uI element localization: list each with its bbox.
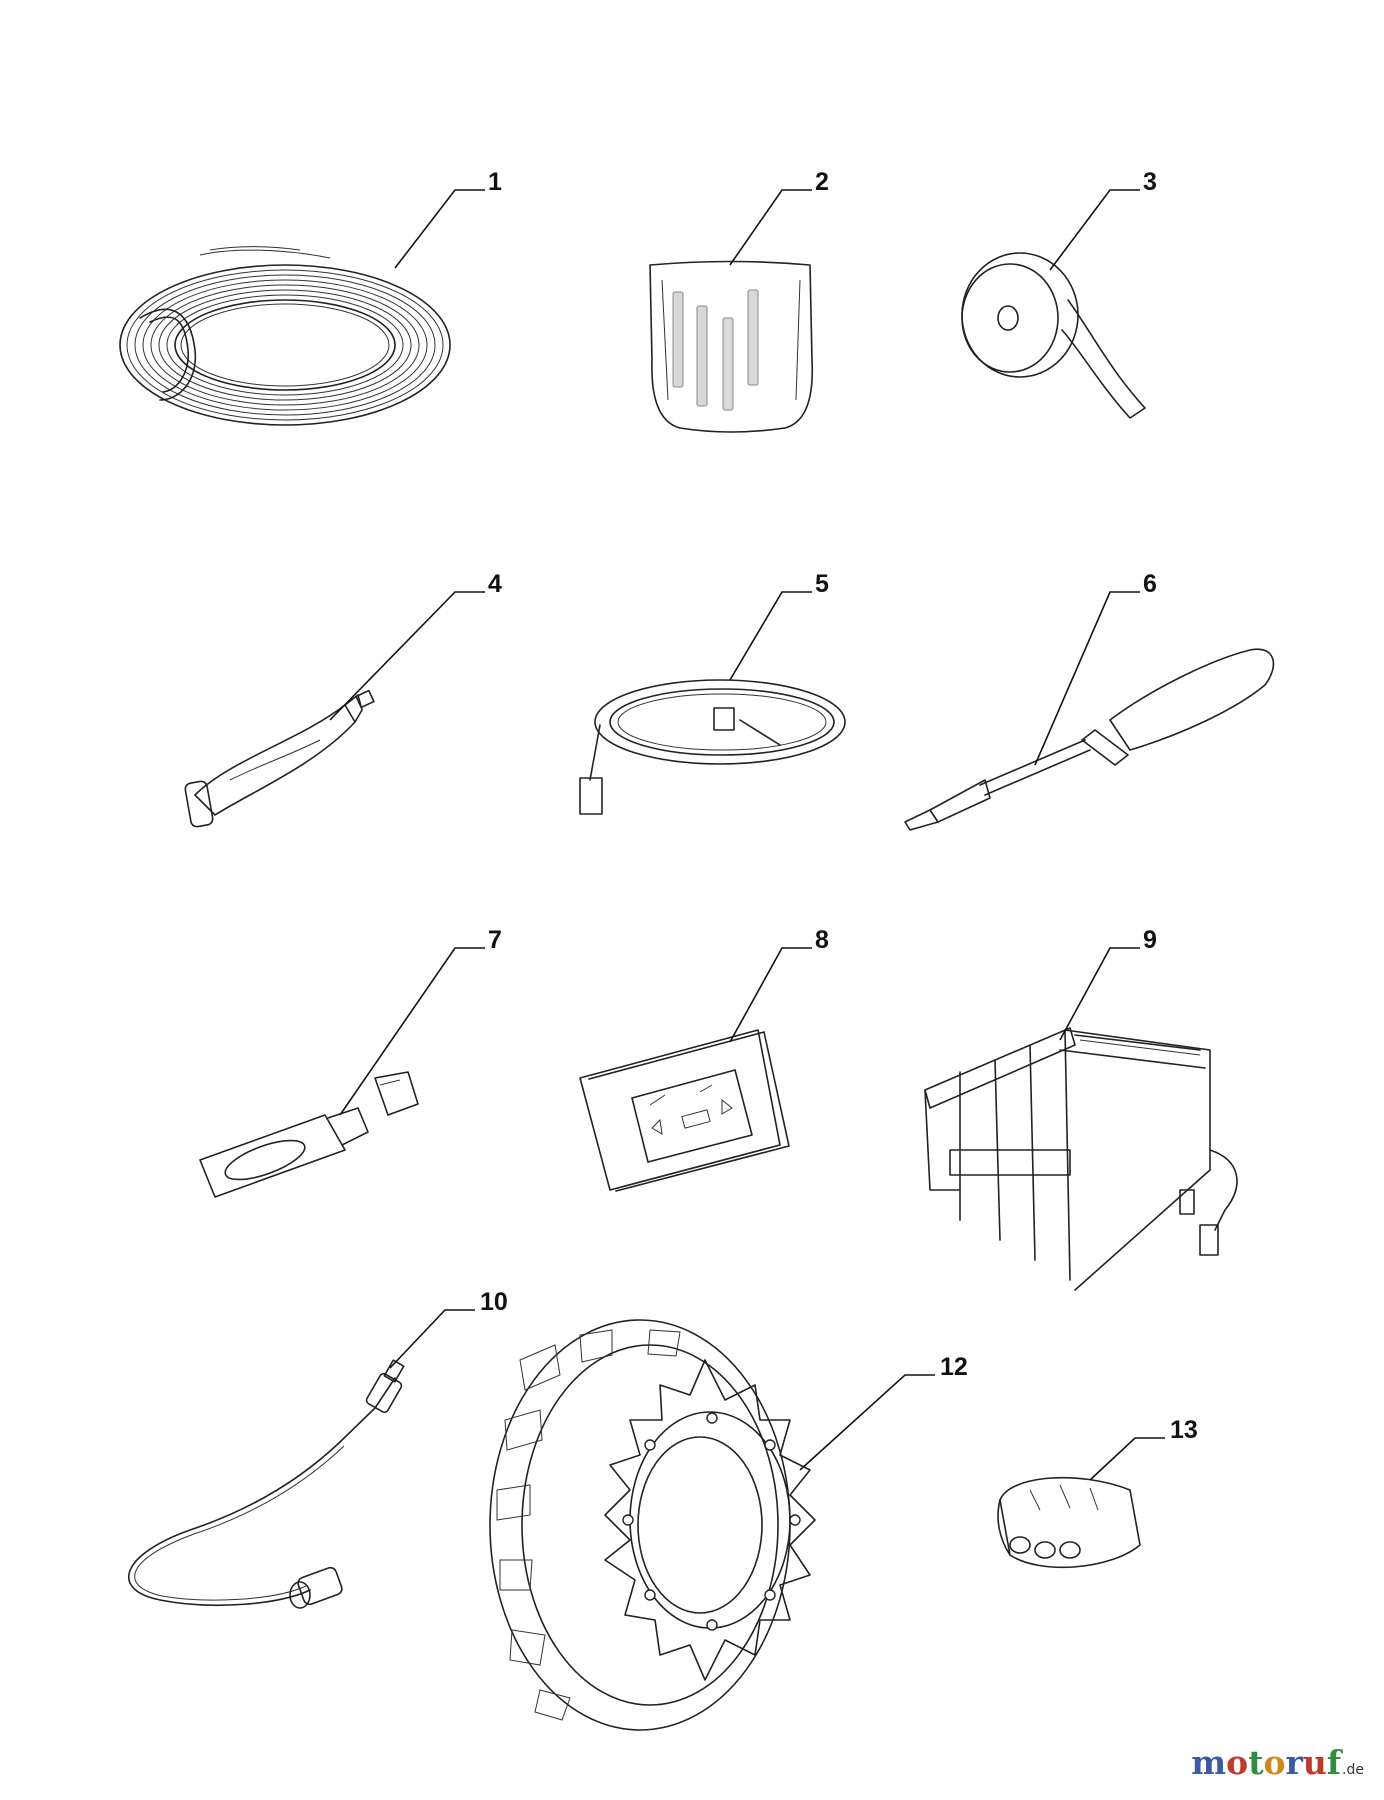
callout-9: 9 [1143, 926, 1157, 954]
leader-line-1 [394, 189, 485, 269]
leader-line-12 [799, 1374, 935, 1471]
callout-1: 1 [488, 168, 502, 196]
leader-line-7 [339, 947, 485, 1116]
callout-7: 7 [488, 926, 502, 954]
part-contact-bracket [924, 1027, 1238, 1291]
callout-5: 5 [815, 570, 829, 598]
watermark-letter: o [1263, 1743, 1286, 1782]
leader-line-3 [1049, 189, 1140, 271]
leader-line-5 [729, 591, 812, 681]
callout-12: 12 [940, 1353, 968, 1381]
callout-4: 4 [488, 570, 502, 598]
leader-line-2 [729, 189, 812, 266]
watermark-letter: m [1191, 1743, 1227, 1782]
leader-line-10 [389, 1309, 475, 1369]
part-peg-bag [649, 260, 814, 433]
watermark-letter: f [1326, 1743, 1342, 1782]
part-tape-roll [961, 252, 1146, 419]
watermark-letter: u [1302, 1743, 1327, 1782]
leader-line-8 [729, 947, 812, 1043]
callout-3: 3 [1143, 168, 1157, 196]
part-wire-connector [997, 1476, 1141, 1569]
watermark-letter: t [1248, 1743, 1264, 1782]
part-keypad-panel [579, 1029, 790, 1192]
callout-2: 2 [815, 168, 829, 196]
part-grease-tube [184, 689, 375, 828]
watermark-letter: o [1226, 1743, 1249, 1782]
leader-line-4 [329, 591, 485, 721]
watermark-suffix: .de [1342, 1762, 1364, 1778]
part-sensor-cable [128, 1359, 405, 1609]
part-screwdriver [904, 648, 1275, 831]
leader-line-6 [1034, 591, 1140, 766]
watermark-logo: motoruf.de [1191, 1743, 1364, 1782]
callout-8: 8 [815, 926, 829, 954]
leader-line-9 [1059, 947, 1140, 1041]
callout-6: 6 [1143, 570, 1157, 598]
part-wheel-spike-ring [489, 1319, 816, 1731]
part-cable-coil [119, 246, 451, 426]
part-flat-cable [579, 679, 846, 815]
callout-13: 13 [1170, 1416, 1198, 1444]
part-usb-stick [199, 1071, 419, 1198]
watermark-letter: r [1285, 1743, 1303, 1782]
callout-10: 10 [480, 1288, 508, 1316]
leader-line-13 [1089, 1437, 1165, 1481]
